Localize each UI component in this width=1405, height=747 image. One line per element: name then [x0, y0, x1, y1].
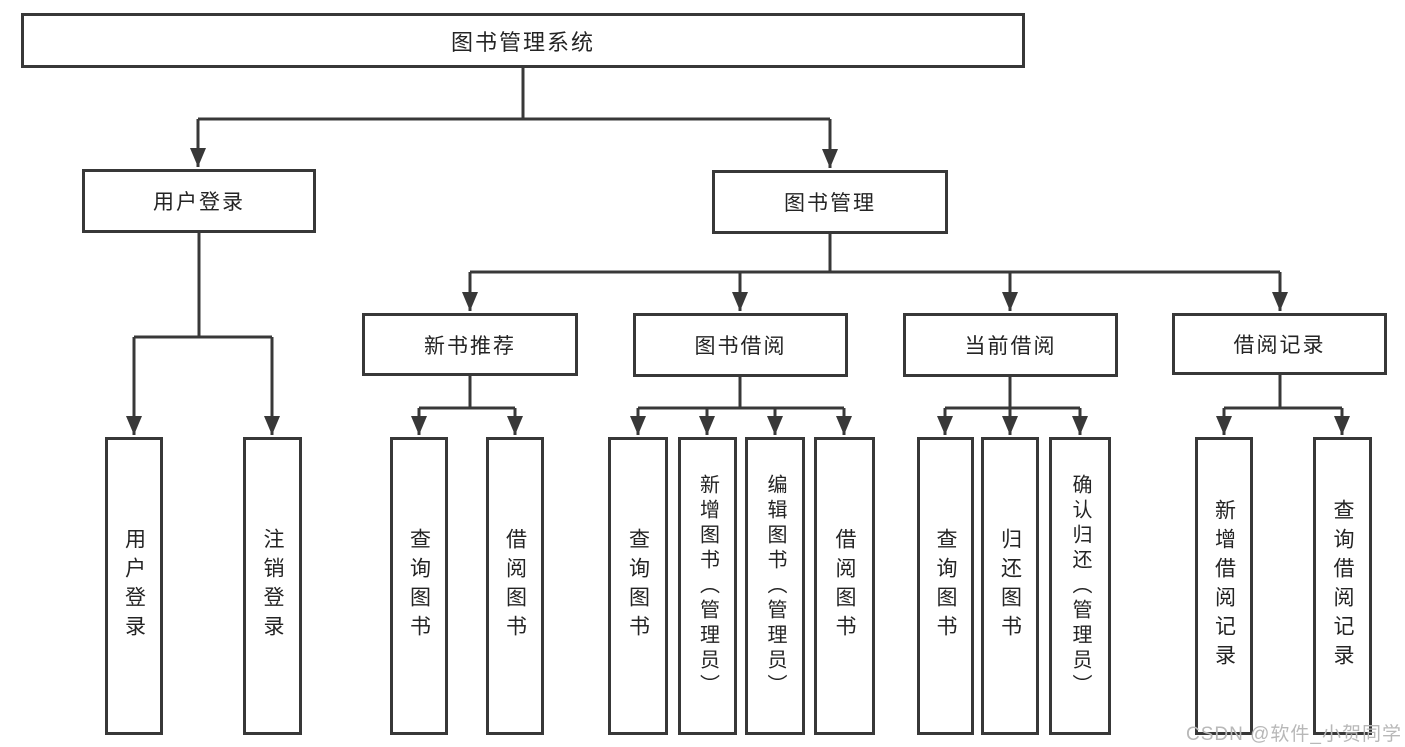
watermark: CSDN @软件_小贺同学: [1186, 724, 1402, 745]
node-current-borrowing: 当前借阅: [903, 313, 1118, 377]
node-leaf-return-books: 归还图书: [981, 437, 1039, 735]
node-leaf-add-books-admin: 新增图书（管理员）: [678, 437, 737, 735]
node-leaf-query-books-borrowing: 查询图书: [608, 437, 668, 735]
node-leaf-add-borrow-record: 新增借阅记录: [1195, 437, 1253, 735]
node-leaf-edit-books-admin: 编辑图书（管理员）: [745, 437, 805, 735]
node-book-borrowing: 图书借阅: [633, 313, 848, 377]
node-user-login: 用户登录: [82, 169, 316, 233]
node-new-book-recommendation: 新书推荐: [362, 313, 578, 376]
node-leaf-confirm-return-admin: 确认归还（管理员）: [1049, 437, 1111, 735]
node-leaf-query-books-recommend: 查询图书: [390, 437, 448, 735]
node-leaf-query-books-current: 查询图书: [917, 437, 974, 735]
node-book-management: 图书管理: [712, 170, 948, 234]
node-borrowing-records: 借阅记录: [1172, 313, 1387, 375]
node-library-management-system: 图书管理系统: [21, 13, 1025, 68]
node-leaf-borrow-books-recommend: 借阅图书: [486, 437, 544, 735]
node-leaf-borrow-books-borrowing: 借阅图书: [814, 437, 875, 735]
node-leaf-user-login: 用户登录: [105, 437, 163, 735]
node-leaf-logout: 注销登录: [243, 437, 302, 735]
node-leaf-query-borrow-record: 查询借阅记录: [1313, 437, 1372, 735]
